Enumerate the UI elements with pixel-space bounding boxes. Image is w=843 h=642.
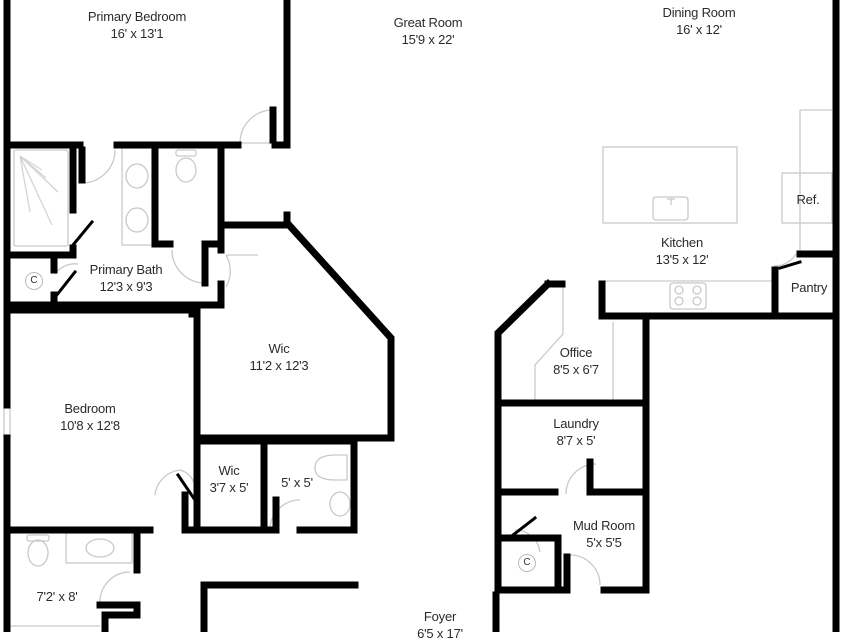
room-dimensions: 7'2' x 8' [36, 589, 78, 604]
room-label-wic-small: Wic 3'7 x 5' [210, 462, 249, 496]
closet-text: C [30, 275, 38, 286]
refrigerator [781, 172, 833, 224]
room-dimensions: 13'5 x 12' [655, 252, 709, 267]
room-label-primary-bath: Primary Bath 12'3 x 9'3 [90, 261, 163, 295]
room-label-foyer: Foyer 6'5 x 17' [417, 608, 463, 642]
room-dimensions: 12'3 x 9'3 [99, 279, 153, 294]
room-label-bedroom: Bedroom 10'8 x 12'8 [60, 400, 120, 434]
kitchen-sink-icon [652, 196, 689, 221]
sink-icon [329, 491, 351, 517]
room-name: Kitchen [661, 235, 703, 250]
room-name: Wic [218, 463, 240, 478]
room-label-primary-bedroom: Primary Bedroom 16' x 13'1 [88, 8, 186, 42]
toilet-icon [27, 539, 49, 567]
room-name: Laundry [553, 416, 599, 431]
closet-text: C [523, 557, 531, 568]
room-name: Primary Bedroom [87, 9, 187, 24]
room-dimensions: 6'5 x 17' [417, 626, 463, 641]
room-dimensions: 16' x 13'1 [110, 26, 164, 41]
room-dimensions: 5' x 5' [281, 475, 313, 490]
cooktop-icon [669, 282, 707, 310]
room-label-wic-large: Wic 11'2 x 12'3 [250, 340, 309, 374]
room-name: Mud Room [573, 518, 635, 533]
room-name: Great Room [393, 15, 463, 30]
toilet-icon [175, 157, 197, 183]
sink-icon [85, 538, 115, 558]
room-label-kitchen: Kitchen 13'5 x 12' [656, 234, 709, 268]
refrigerator-text: Ref. [796, 192, 820, 207]
room-label-dining-room: Dining Room 16' x 12' [663, 4, 736, 38]
refrigerator-label: Ref. [796, 191, 819, 208]
room-dimensions: 5'x 5'5 [586, 535, 622, 550]
double-vanity [121, 147, 153, 246]
room-label-pantry: Pantry [790, 279, 828, 296]
room-dimensions: 8'5 x 6'7 [553, 362, 599, 377]
room-dimensions: 8'7 x 5' [556, 433, 596, 448]
room-name: Pantry [790, 280, 828, 295]
room-label-bath-2: 7'2' x 8' [36, 588, 77, 605]
walls [3, 0, 840, 632]
closet-icon: C [25, 272, 43, 290]
room-name: Foyer [423, 609, 457, 624]
room-label-office: Office 8'5 x 6'7 [553, 344, 599, 378]
vanity [65, 532, 133, 564]
room-dimensions: 16' x 12' [676, 22, 722, 37]
room-name: Office [559, 345, 593, 360]
room-name: Wic [268, 341, 290, 356]
closet-icon: C [518, 554, 536, 572]
room-label-mud-room: Mud Room 5'x 5'5 [573, 517, 635, 551]
room-label-laundry: Laundry 8'7 x 5' [553, 415, 599, 449]
room-name: Bedroom [64, 401, 116, 416]
sink-icon [125, 207, 149, 233]
sink-icon [125, 163, 149, 189]
room-dimensions: 11'2 x 12'3 [249, 358, 309, 373]
room-label-half-bath: 5' x 5' [281, 474, 313, 491]
room-dimensions: 3'7 x 5' [209, 480, 249, 495]
shower [13, 149, 69, 247]
room-dimensions: 10'8 x 12'8 [60, 418, 120, 433]
room-dimensions: 15'9 x 22' [401, 32, 455, 47]
fixtures [3, 109, 833, 627]
room-name: Primary Bath [89, 262, 163, 277]
room-label-great-room: Great Room 15'9 x 22' [394, 14, 463, 48]
room-name: Dining Room [662, 5, 736, 20]
kitchen-island [602, 146, 738, 224]
